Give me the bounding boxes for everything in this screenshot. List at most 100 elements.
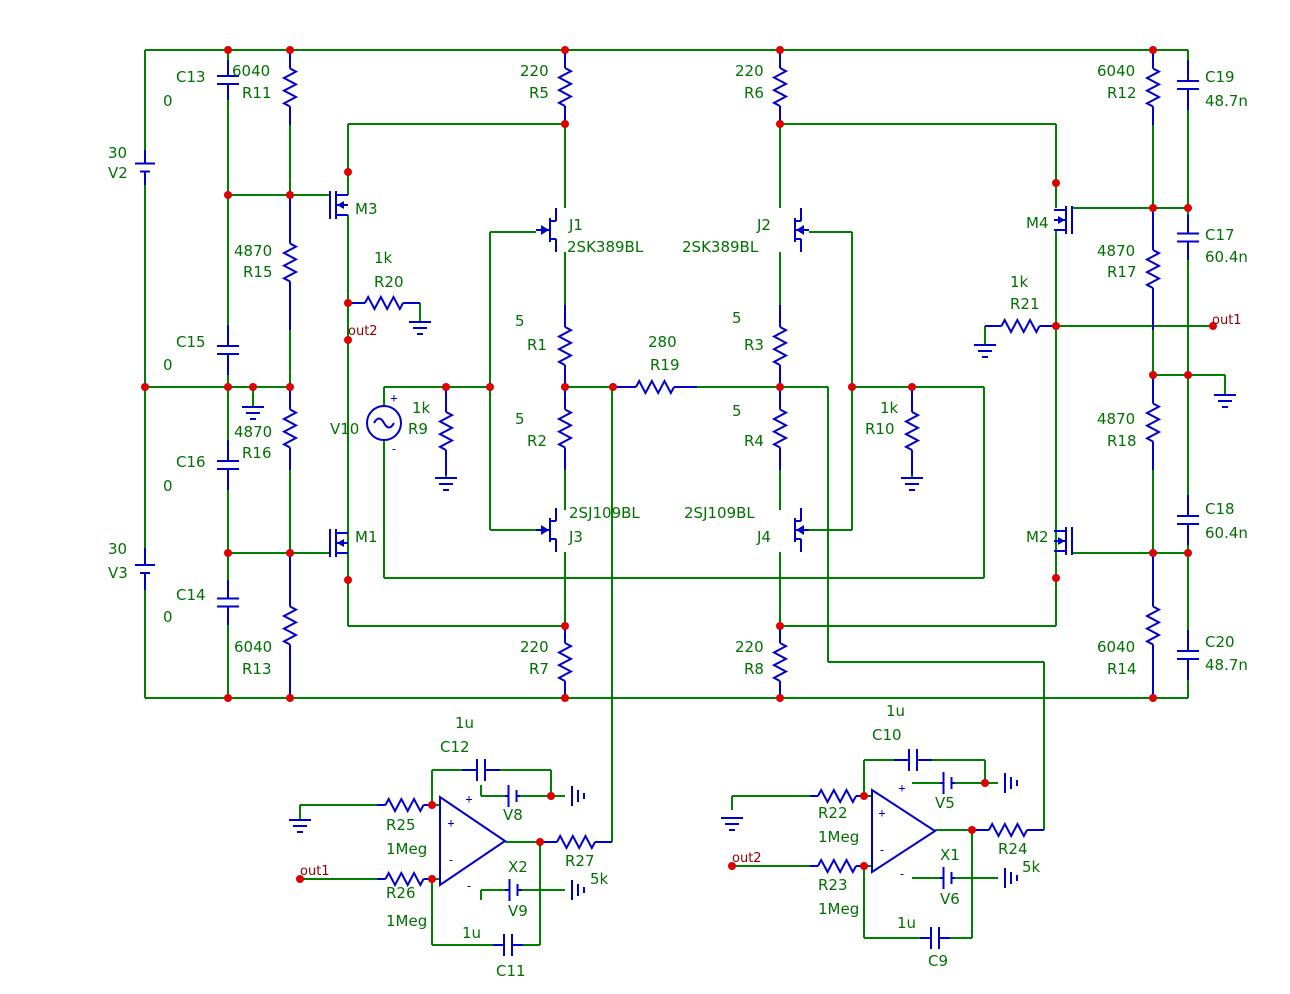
label-r8v: 220: [735, 638, 764, 656]
resistor-r11: [281, 50, 299, 125]
resistor-r16: [281, 387, 299, 470]
label-r5v: 220: [520, 62, 549, 80]
label-r19: R19: [650, 356, 680, 374]
junction-dot: [1209, 322, 1217, 330]
junction-dot: [344, 336, 352, 344]
jfet-j1: [536, 208, 557, 252]
label-j2t: 2SK389BL: [682, 238, 759, 256]
label-j1t: 2SK389BL: [567, 238, 644, 256]
wires: [144, 49, 1226, 946]
label-r15v: 4870: [234, 242, 272, 260]
ground-r21: [974, 344, 996, 358]
battery-v3: [135, 548, 155, 590]
label-c10: C10: [872, 726, 902, 744]
junction-dot: [536, 838, 544, 846]
label-r2v: 5: [515, 410, 525, 428]
label-c12: C12: [440, 738, 470, 756]
label-r25v: 1Meg: [386, 840, 427, 858]
label-c11v: 1u: [462, 924, 481, 942]
label-r6v: 220: [735, 62, 764, 80]
label-c20v: 48.7n: [1205, 656, 1248, 674]
junction-dot: [860, 862, 868, 870]
label-j4: J4: [756, 528, 771, 546]
polarity-minus: -: [878, 843, 885, 857]
resistor-r24: [972, 821, 1044, 839]
label-r6: R6: [744, 84, 764, 102]
label-c10v: 1u: [886, 702, 905, 720]
ground-v6: [1004, 868, 1018, 888]
junction-dot: [848, 383, 856, 391]
label-r16: R16: [242, 444, 272, 462]
label-v2: V2: [108, 164, 128, 182]
capacitor-c13: [217, 60, 239, 100]
label-r7: R7: [529, 660, 549, 678]
junction-dot: [141, 383, 149, 391]
label-r16v: 4870: [234, 423, 272, 441]
resistor-r14: [1144, 553, 1162, 698]
label-c15: C15: [176, 333, 206, 351]
polarity-plus: +: [878, 806, 885, 820]
mosfet-m3: [329, 191, 348, 219]
junction-dots: [141, 46, 1217, 883]
junction-dot: [286, 549, 294, 557]
label-r13v: 6040: [234, 638, 272, 656]
label-r21: R21: [1010, 295, 1040, 313]
battery-v6: [940, 867, 955, 889]
battery-v2: [135, 150, 155, 185]
label-r10v: 1k: [880, 399, 899, 417]
label-r13: R13: [242, 660, 272, 678]
label-v6: V6: [940, 890, 960, 908]
label-m2: M2: [1026, 528, 1049, 546]
label-r1: R1: [527, 336, 547, 354]
label-r27v: 5k: [590, 870, 609, 888]
label-r5: R5: [529, 84, 549, 102]
label-c13v: 0: [163, 92, 173, 110]
junction-dot: [1184, 204, 1192, 212]
label-c16: C16: [176, 453, 206, 471]
components: [135, 50, 1236, 956]
junction-dot: [296, 875, 304, 883]
junction-dot: [344, 576, 352, 584]
polarity-minus: -: [390, 442, 397, 456]
label-r26: R26: [386, 884, 416, 902]
mosfet-m1: [329, 529, 348, 557]
junction-dot: [344, 168, 352, 176]
label-c15v: 0: [163, 356, 173, 374]
label-r17: R17: [1107, 263, 1137, 281]
label-r19v: 280: [648, 333, 677, 351]
resistor-r21: [985, 317, 1056, 335]
junction-dot: [428, 801, 436, 809]
ground-x2: [289, 819, 311, 833]
label-c13: C13: [176, 68, 206, 86]
resistor-r6: [771, 50, 789, 124]
capacitor-c17: [1177, 215, 1199, 260]
battery-v5: [940, 772, 955, 794]
resistor-r3: [771, 305, 789, 387]
polarity-plus: +: [465, 792, 472, 806]
junction-dot: [224, 694, 232, 702]
junction-dot: [286, 694, 294, 702]
junction-dot: [981, 779, 989, 787]
label-r3: R3: [744, 336, 764, 354]
label-m3: M3: [355, 200, 378, 218]
resistor-r8: [771, 626, 789, 698]
junction-dot: [224, 549, 232, 557]
label-r14: R14: [1107, 660, 1137, 678]
capacitor-c10: [894, 749, 932, 771]
jfet-j4: [794, 508, 809, 552]
label-r18v: 4870: [1097, 410, 1135, 428]
label-r4v: 5: [732, 402, 742, 420]
label-out2: out2: [348, 324, 378, 339]
label-j1: J1: [568, 216, 583, 234]
label-r17v: 4870: [1097, 242, 1135, 260]
label-c14v: 0: [163, 608, 173, 626]
ground-r10: [901, 477, 923, 491]
label-r7v: 220: [520, 638, 549, 656]
junction-dot: [249, 383, 257, 391]
jfet-j2: [794, 208, 809, 252]
label-v3: V3: [108, 564, 128, 582]
label-r22: R22: [818, 804, 848, 822]
label-r11v: 6040: [232, 62, 270, 80]
junction-dot: [776, 46, 784, 54]
